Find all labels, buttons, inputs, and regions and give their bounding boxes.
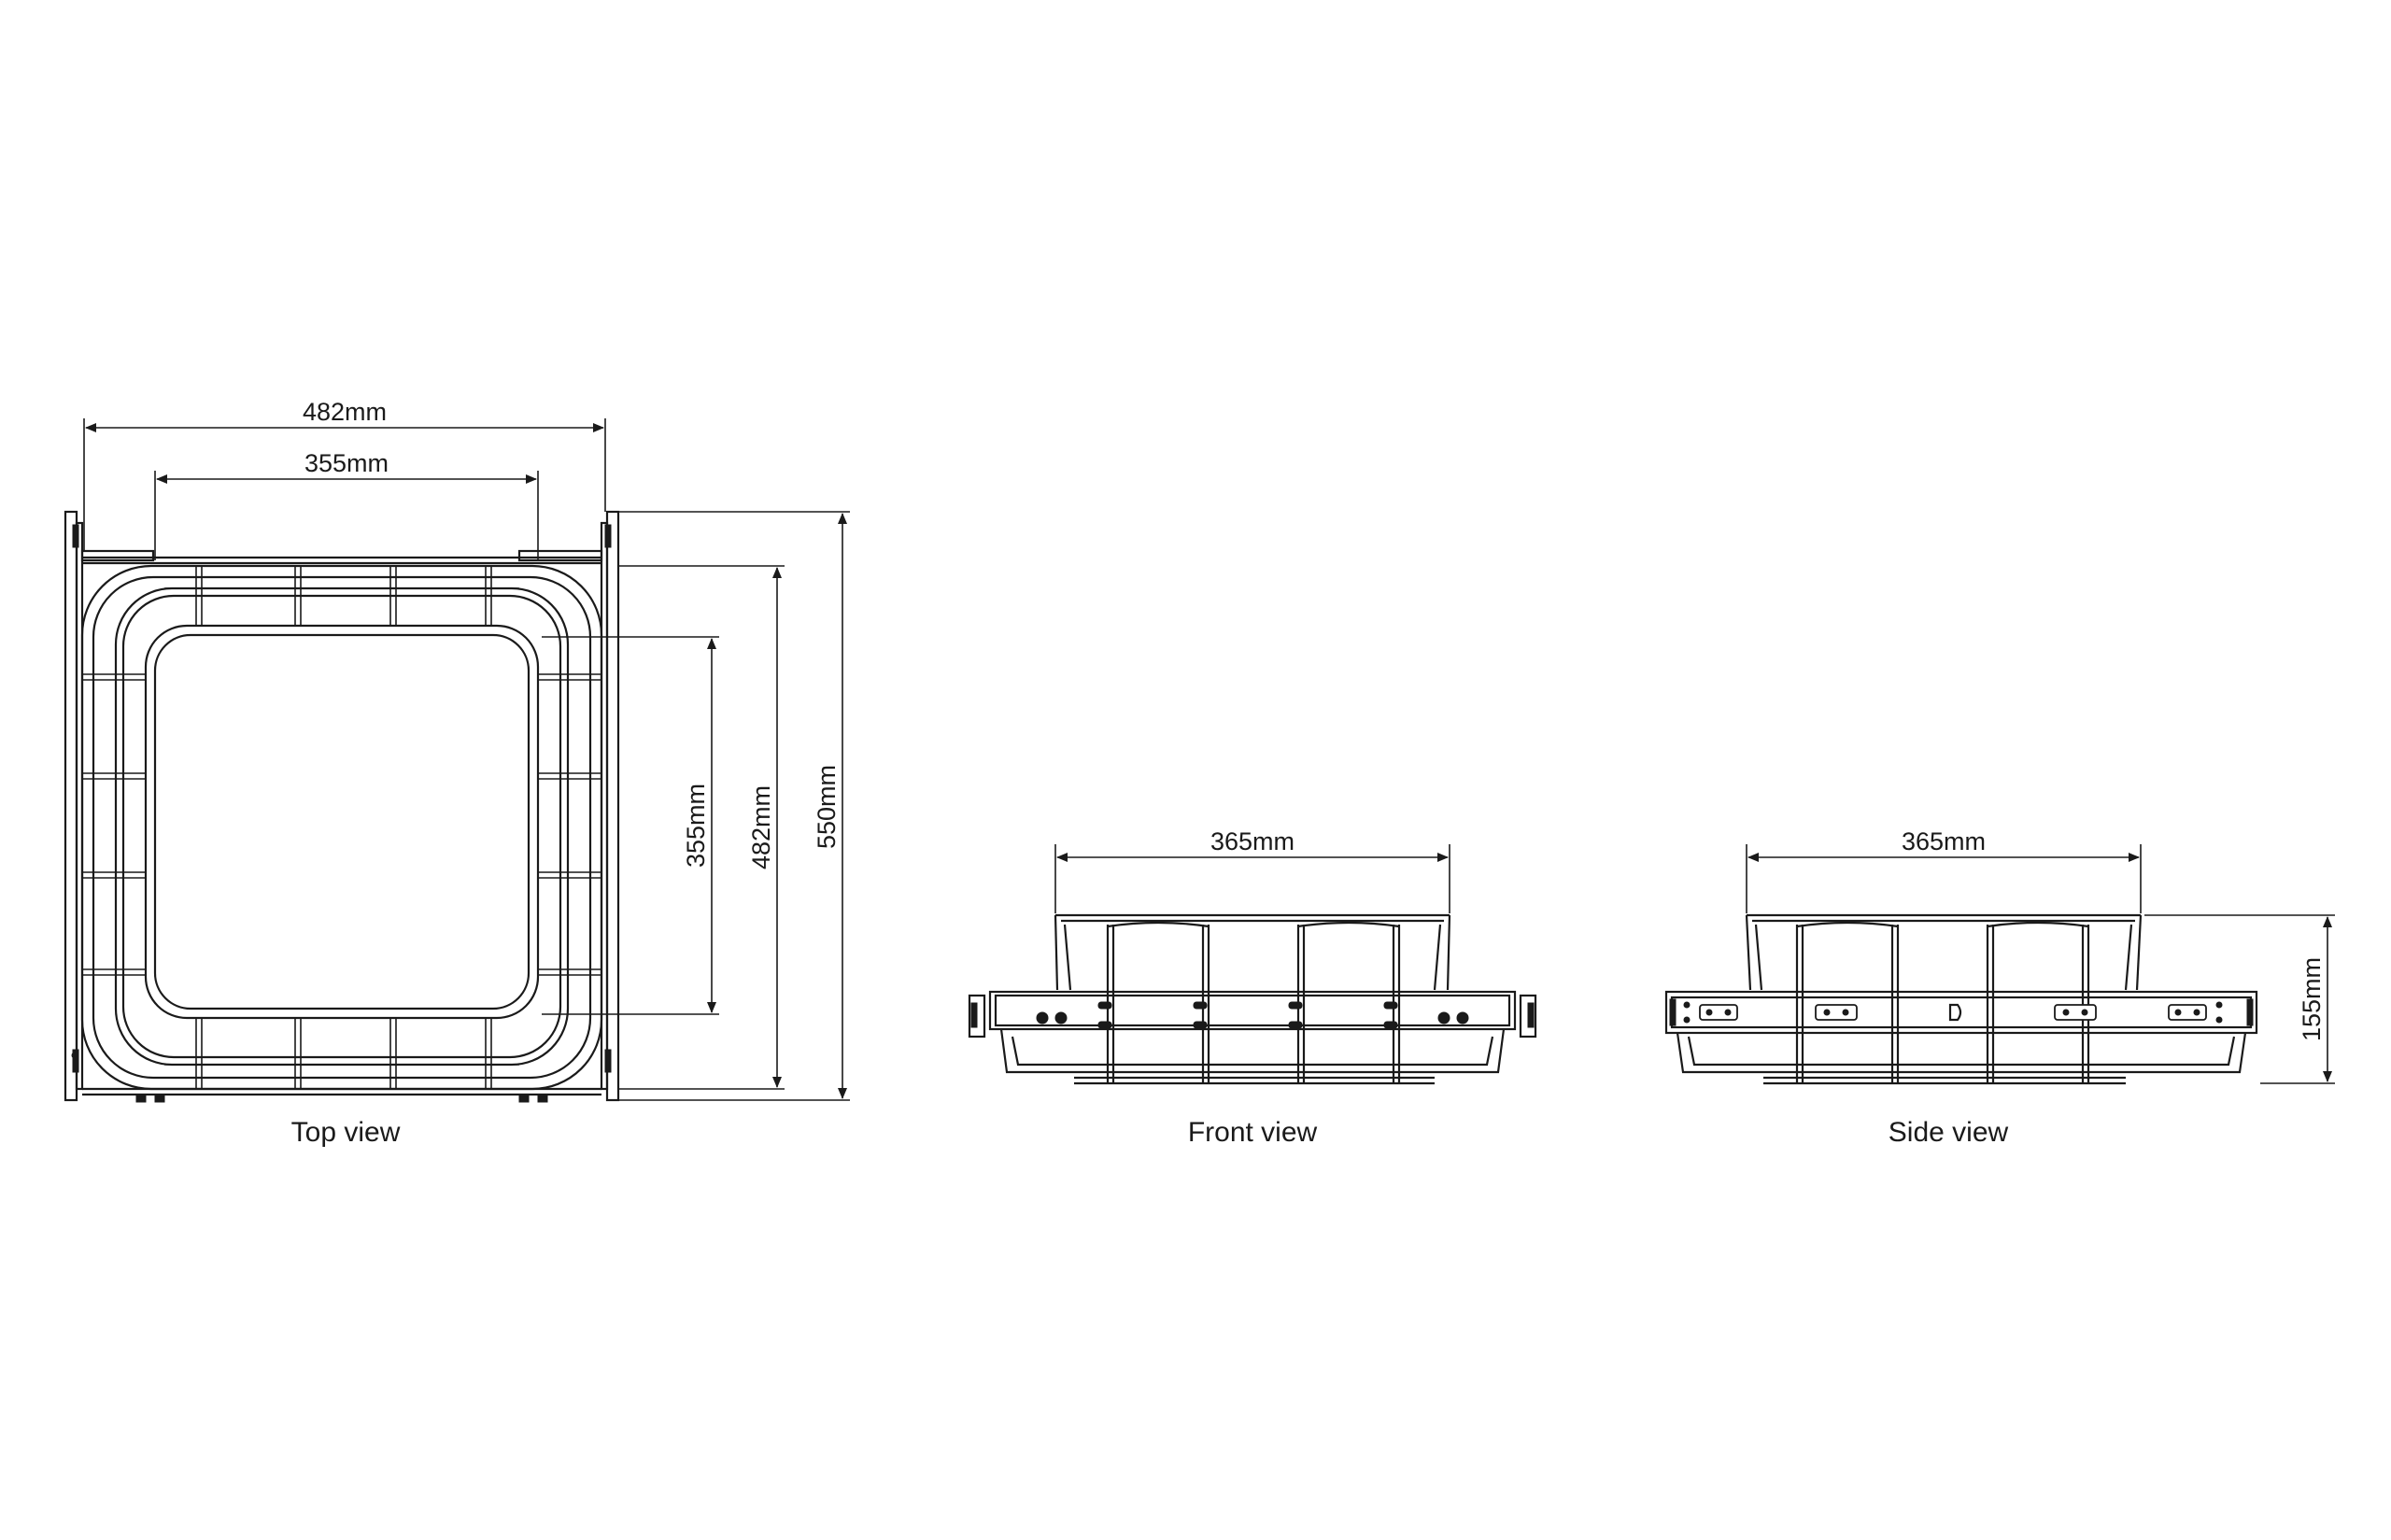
top-view-label: Top view <box>291 1117 401 1148</box>
dim-outer-width: 482mm <box>83 398 606 551</box>
front-view: 365mm Front view <box>968 827 1537 1148</box>
side-dim-width-label: 365mm <box>1902 827 1986 855</box>
side-dim-height-label: 155mm <box>2298 957 2326 1041</box>
dim-outer-depth-label: 482mm <box>747 785 775 869</box>
side-dim-width: 365mm <box>1746 827 2142 913</box>
left-band-wires <box>82 644 146 1009</box>
dim-total-depth: 550mm <box>618 511 850 1101</box>
dim-outer-depth: 482mm <box>618 565 785 1090</box>
side-view-label: Side view <box>1889 1117 2009 1148</box>
dim-inner-depth-label: 355mm <box>682 784 710 868</box>
dim-inner-width: 355mm <box>154 449 539 560</box>
top-band-wires <box>164 566 519 626</box>
side-wires <box>1795 921 2090 1083</box>
dim-inner-width-label: 355mm <box>304 449 389 477</box>
right-band-wires <box>538 644 601 1009</box>
dim-inner-depth: 355mm <box>542 636 719 1015</box>
front-view-label: Front view <box>1188 1117 1318 1148</box>
front-dim-width: 365mm <box>1054 827 1450 913</box>
side-rail-fittings <box>1683 1001 2223 1024</box>
front-dim-width-label: 365mm <box>1210 827 1295 855</box>
dim-total-depth-label: 550mm <box>813 765 841 849</box>
dim-outer-width-label: 482mm <box>303 398 387 426</box>
top-right-runner <box>600 510 620 1102</box>
side-view: 365mm 155mm Side view <box>1664 827 2335 1148</box>
side-dim-height: 155mm <box>2144 914 2335 1084</box>
front-wires <box>1106 921 1401 1083</box>
bottom-band-wires <box>164 1018 519 1089</box>
top-view: 482mm 355mm 355mm 482mm 550mm <box>64 398 850 1148</box>
top-left-runner <box>64 510 84 1102</box>
